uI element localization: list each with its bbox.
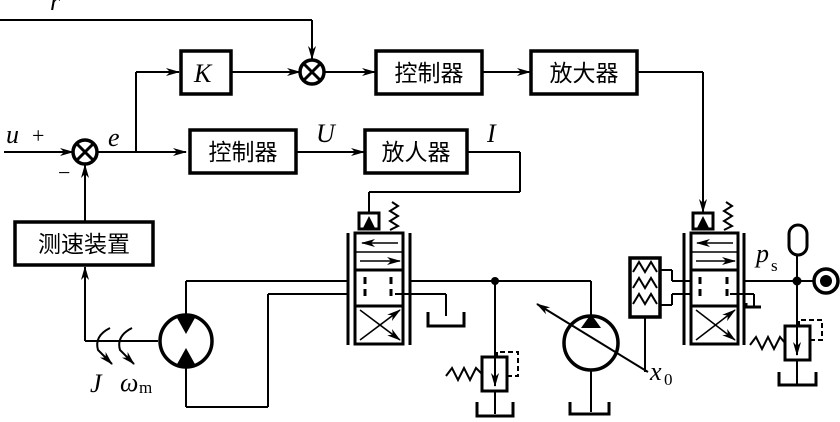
inertia-rotation-symbols: J ω m [90, 327, 152, 398]
hydraulic-motor [158, 280, 348, 408]
svg-text:s: s [771, 256, 778, 275]
controller-main-label: 控制器 [209, 140, 278, 166]
svg-text:p: p [754, 239, 769, 268]
label-omega: ω [120, 368, 138, 397]
amplifier-block-top: 放大器 [529, 49, 639, 96]
variable-pump [536, 303, 649, 416]
pressure-source [797, 267, 840, 295]
speed-sensor-label: 测速装置 [38, 232, 130, 258]
label-minus: − [58, 160, 70, 185]
input-signal-u: u + − [4, 120, 74, 185]
reference-signal-r: r [0, 0, 316, 60]
controller-block-top: 控制器 [374, 49, 484, 96]
label-U: U [316, 119, 337, 148]
relief-valve-left [445, 351, 519, 418]
amplifier-block-main: 放人器 [363, 128, 469, 175]
svg-text:0: 0 [664, 370, 673, 389]
label-e: e [108, 123, 120, 152]
label-J: J [90, 369, 103, 398]
summing-junction-main [71, 138, 99, 166]
supply-pressure-label: p s [754, 239, 778, 275]
speed-sensor-block: 测速装置 [13, 220, 155, 267]
displacement-cylinder [628, 256, 695, 372]
label-I: I [486, 119, 497, 148]
summing-junction-top [298, 58, 326, 86]
amplifier-main-label: 放人器 [382, 140, 451, 166]
label-u: u [6, 120, 19, 149]
label-r: r [50, 0, 61, 16]
label-plus: + [32, 123, 44, 148]
displacement-label-x0: x 0 [649, 357, 673, 389]
servo-valve-pump [682, 201, 797, 346]
servo-valve-main [346, 201, 495, 346]
gain-block-k: K [179, 49, 233, 96]
tank-main-valve [426, 312, 466, 328]
svg-text:x: x [649, 357, 662, 386]
controller-block-main: 控制器 [188, 128, 298, 175]
accumulator [787, 223, 809, 281]
label-omega-sub: m [139, 378, 152, 397]
amplifier-top-label: 放大器 [550, 61, 619, 87]
relief-valve-right [749, 281, 823, 387]
controller-top-label: 控制器 [395, 61, 464, 87]
gain-label: K [193, 59, 213, 88]
